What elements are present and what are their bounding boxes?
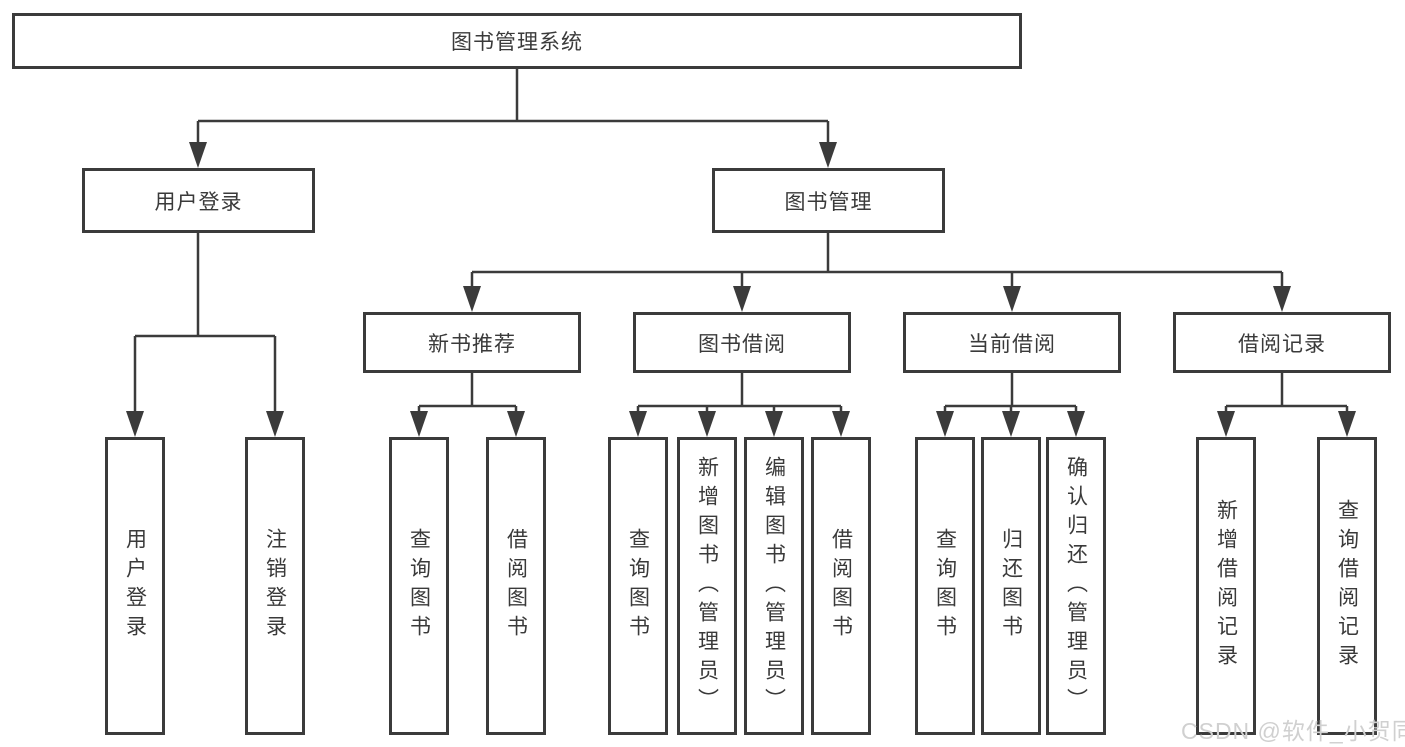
leaf-query-borrow-record-label: 查询借阅记录: [1335, 499, 1359, 673]
leaf-borrow-books-recommend: 借阅图书: [486, 437, 546, 735]
leaf-user-login-label: 用户登录: [123, 528, 147, 644]
leaf-return-books: 归还图书: [981, 437, 1041, 735]
leaf-query-books-recommend: 查询图书: [389, 437, 449, 735]
leaf-edit-books-admin-label: 编辑图书（管理员）: [762, 455, 786, 717]
leaf-query-books-borrowing-label: 查询图书: [626, 528, 650, 644]
leaf-query-books-recommend-label: 查询图书: [407, 528, 431, 644]
leaf-confirm-return-admin: 确认归还（管理员）: [1046, 437, 1106, 735]
leaf-borrow-books-recommend-label: 借阅图书: [504, 528, 528, 644]
node-user-login: 用户登录: [82, 168, 315, 233]
node-root-label: 图书管理系统: [451, 31, 583, 54]
leaf-borrow-books: 借阅图书: [811, 437, 871, 735]
node-new-book-recommend: 新书推荐: [363, 312, 581, 373]
leaf-add-books-admin: 新增图书（管理员）: [677, 437, 737, 735]
node-borrow-records-label: 借阅记录: [1238, 332, 1326, 356]
node-user-login-label: 用户登录: [154, 190, 243, 214]
node-book-borrowing: 图书借阅: [633, 312, 851, 373]
leaf-return-books-label: 归还图书: [999, 528, 1023, 644]
node-current-borrowing-label: 当前借阅: [968, 332, 1056, 356]
leaf-confirm-return-admin-label: 确认归还（管理员）: [1064, 455, 1088, 717]
leaf-add-borrow-record-label: 新增借阅记录: [1214, 499, 1238, 673]
leaf-edit-books-admin: 编辑图书（管理员）: [744, 437, 804, 735]
csdn-watermark: CSDN @软件_小贺同学: [1181, 718, 1405, 744]
node-borrow-records: 借阅记录: [1173, 312, 1391, 373]
node-book-borrowing-label: 图书借阅: [698, 332, 786, 356]
node-root-library-management-system: 图书管理系统: [12, 13, 1022, 69]
node-book-management: 图书管理: [712, 168, 945, 233]
leaf-add-books-admin-label: 新增图书（管理员）: [695, 455, 719, 717]
leaf-logout: 注销登录: [245, 437, 305, 735]
leaf-query-borrow-record: 查询借阅记录: [1317, 437, 1377, 735]
leaf-query-books-current: 查询图书: [915, 437, 975, 735]
leaf-add-borrow-record: 新增借阅记录: [1196, 437, 1256, 735]
leaf-borrow-books-label: 借阅图书: [829, 528, 853, 644]
leaf-logout-label: 注销登录: [263, 528, 287, 644]
node-book-management-label: 图书管理: [784, 190, 873, 214]
node-new-book-recommend-label: 新书推荐: [428, 332, 516, 356]
node-current-borrowing: 当前借阅: [903, 312, 1121, 373]
leaf-query-books-current-label: 查询图书: [933, 528, 957, 644]
leaf-query-books-borrowing: 查询图书: [608, 437, 668, 735]
leaf-user-login: 用户登录: [105, 437, 165, 735]
